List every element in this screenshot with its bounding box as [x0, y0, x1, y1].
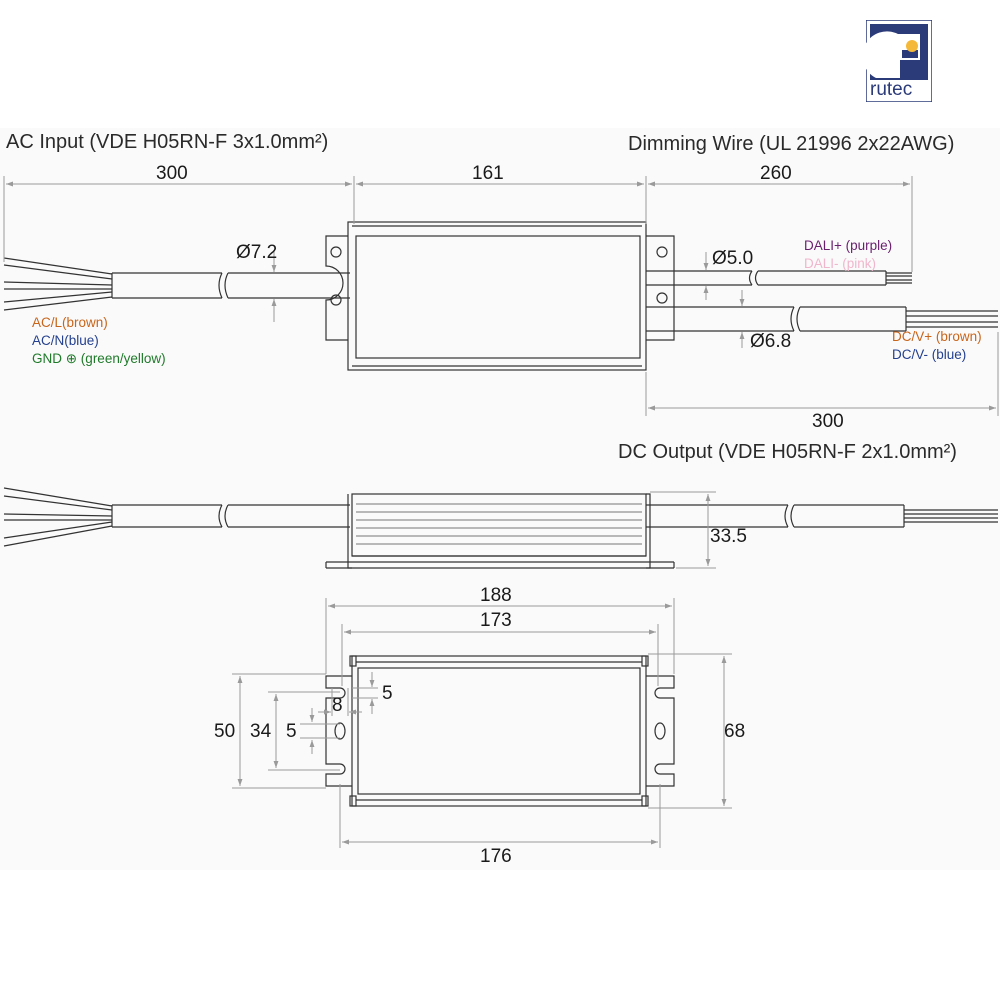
dim-slot-5b: 5: [382, 683, 393, 704]
dc-cable: [646, 306, 907, 332]
wire-label-dc-minus: DC/V- (blue): [892, 347, 967, 362]
ac-cable: [111, 272, 350, 299]
dim-ac-length: 300: [156, 163, 188, 184]
side-dimensions: [650, 491, 716, 569]
dimming-cable: [646, 270, 887, 286]
bottom-right-tab: [646, 675, 675, 787]
bottom-dimensions: [232, 598, 732, 848]
left-mount-tab: [325, 235, 348, 341]
wire-label-ac-n: AC/N(blue): [32, 333, 99, 348]
wire-label-ac-l: AC/L(brown): [32, 315, 108, 330]
drawing-background-band: [0, 128, 1000, 870]
right-mount-hole: [654, 722, 666, 740]
bottom-view: [325, 655, 675, 807]
dim-overall-length: 188: [480, 585, 512, 606]
dim-slot-5a: 5: [286, 721, 297, 742]
ac-input-title: AC Input (VDE H05RN-F 3x1.0mm²): [6, 131, 329, 153]
wire-label-gnd: GND ⊕ (green/yellow): [32, 351, 166, 366]
dim-slot-8: 8: [332, 695, 343, 716]
top-dimensions: [3, 176, 999, 416]
top-view: [3, 221, 998, 371]
side-ac-wires: [3, 487, 113, 547]
rutec-logo: rutec: [862, 19, 933, 103]
wire-label-dali-plus: DALI+ (purple): [804, 238, 893, 253]
dim-ac-diameter: Ø7.2: [236, 242, 278, 263]
bottom-left-tab: [325, 675, 352, 787]
dim-dimming-length: 260: [760, 163, 792, 184]
side-ac-cable: [111, 504, 350, 528]
dim-width: 68: [724, 721, 746, 742]
dimming-wires: [886, 272, 912, 284]
dim-hole-spacing: 173: [480, 610, 512, 631]
dc-wires: [906, 310, 998, 328]
side-dc-wires: [904, 509, 998, 523]
ac-wire-gnd: [3, 291, 113, 311]
dim-dc-length: 300: [812, 411, 844, 432]
dim-dc-diameter: Ø6.8: [750, 331, 792, 352]
wire-label-dc-plus: DC/V+ (brown): [892, 329, 982, 344]
dc-output-title: DC Output (VDE H05RN-F 2x1.0mm²): [618, 441, 957, 463]
dim-base-length: 176: [480, 846, 512, 867]
side-view: [3, 487, 998, 569]
driver-body-side: [351, 493, 647, 557]
dimming-wire-title: Dimming Wire (UL 21996 2x22AWG): [628, 133, 955, 155]
driver-body-bottom: [351, 655, 647, 807]
left-mount-hole: [334, 722, 346, 740]
ac-wire-l: [3, 257, 113, 280]
dim-body-length: 161: [472, 163, 504, 184]
dim-height: 33.5: [710, 526, 747, 547]
dim-mount-50: 50: [214, 721, 236, 742]
dim-dimming-diameter: Ø5.0: [712, 248, 754, 269]
ac-wire-n: [3, 281, 113, 290]
right-mount-tab: [646, 235, 675, 341]
wire-label-dali-minus: DALI- (pink): [804, 256, 877, 271]
dim-mount-34: 34: [250, 721, 272, 742]
driver-body-top: [347, 221, 647, 371]
side-dc-cable: [646, 504, 905, 528]
logo-text: rutec: [870, 79, 913, 100]
side-mount-flange: [325, 561, 675, 569]
